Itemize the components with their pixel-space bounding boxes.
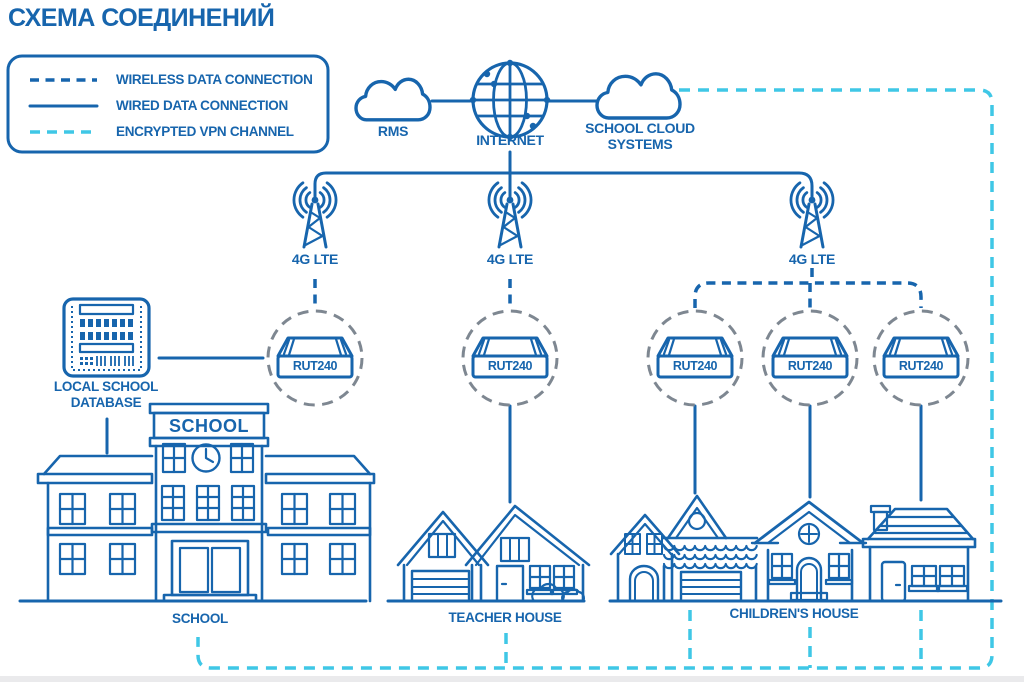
page-edge-strip xyxy=(0,676,1024,682)
school-cloud-icon xyxy=(597,74,680,118)
tower-icon-1 xyxy=(292,181,338,249)
childrens-house-caption: CHILDREN'S HOUSE xyxy=(729,606,859,621)
school-building-icon xyxy=(36,402,376,603)
legend-box xyxy=(6,54,330,154)
node-label-rms: RMS xyxy=(377,123,409,139)
node-label-school-cloud-1: SCHOOL CLOUD xyxy=(585,120,695,136)
school-caption: SCHOOL xyxy=(172,611,228,626)
vpn-channel xyxy=(196,88,994,670)
tower-label-3: 4G LTE xyxy=(788,251,836,267)
school-sign-label: SCHOOL xyxy=(168,416,250,436)
tower-label-1: 4G LTE xyxy=(291,251,339,267)
node-label-school-cloud-2: SYSTEMS xyxy=(607,136,673,152)
teacher-house-icon xyxy=(396,504,591,603)
childrens-houses-icon xyxy=(609,494,977,603)
page-title: СХЕМА СОЕДИНЕНИЙ xyxy=(8,4,275,32)
tower-icon-3 xyxy=(789,181,835,249)
router-icon-3 xyxy=(656,336,734,379)
router-icon-4 xyxy=(771,336,849,379)
wireless-connections xyxy=(313,268,923,308)
rms-cloud-icon xyxy=(356,79,430,120)
legend-label-wired: WIRED DATA CONNECTION xyxy=(116,98,288,113)
router-icon-1 xyxy=(276,336,354,379)
tower-icon-2 xyxy=(487,181,533,249)
router-label-1: RUT240 xyxy=(292,359,338,373)
database-label-1: LOCAL SCHOOL xyxy=(53,379,159,394)
router-icon-2 xyxy=(471,336,549,379)
legend-label-wireless: WIRELESS DATA CONNECTION xyxy=(116,72,313,87)
tower-label-2: 4G LTE xyxy=(486,251,534,267)
node-label-internet: INTERNET xyxy=(476,132,544,148)
router-label-2: RUT240 xyxy=(487,359,533,373)
wired-connections xyxy=(105,99,923,504)
router-label-4: RUT240 xyxy=(787,359,833,373)
database-label-2: DATABASE xyxy=(70,395,142,410)
router-label-5: RUT240 xyxy=(898,359,944,373)
legend-label-vpn: ENCRYPTED VPN CHANNEL xyxy=(116,124,294,139)
router-icon-5 xyxy=(882,336,960,379)
router-zone-circles xyxy=(266,309,970,407)
teacher-house-caption: TEACHER HOUSE xyxy=(448,610,562,625)
router-label-3: RUT240 xyxy=(672,359,718,373)
database-server-icon xyxy=(62,297,151,378)
internet-globe-icon xyxy=(469,59,551,141)
